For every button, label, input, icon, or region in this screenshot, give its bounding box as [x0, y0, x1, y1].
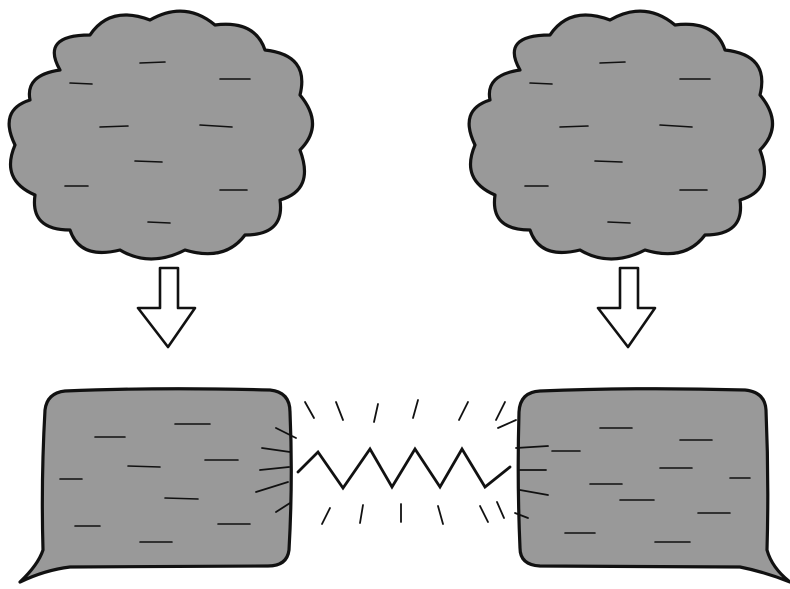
speech-bubble-right: [516, 387, 790, 584]
speech-bubble-left-text-lines: [59, 423, 251, 543]
down-arrow-icon-left: [136, 266, 197, 349]
speech-bubble-left-shape: [18, 387, 293, 584]
thought-cloud-left-text-lines: [64, 61, 251, 224]
zigzag-clash-icon: [255, 399, 549, 525]
thought-cloud-left-shape: [7, 9, 314, 261]
speech-bubble-right-shape: [516, 387, 790, 584]
thought-cloud-right-shape: [467, 9, 774, 261]
thought-cloud-right-text-lines: [524, 61, 711, 224]
clash-zigzag-line: [296, 446, 512, 491]
thought-cloud-right: [467, 9, 774, 261]
down-arrow-icon-right: [596, 266, 657, 349]
thought-cloud-left: [7, 9, 314, 261]
speech-bubble-left: [18, 387, 293, 584]
clash-action-lines: [255, 399, 549, 525]
speech-bubble-right-text-lines: [551, 427, 751, 543]
